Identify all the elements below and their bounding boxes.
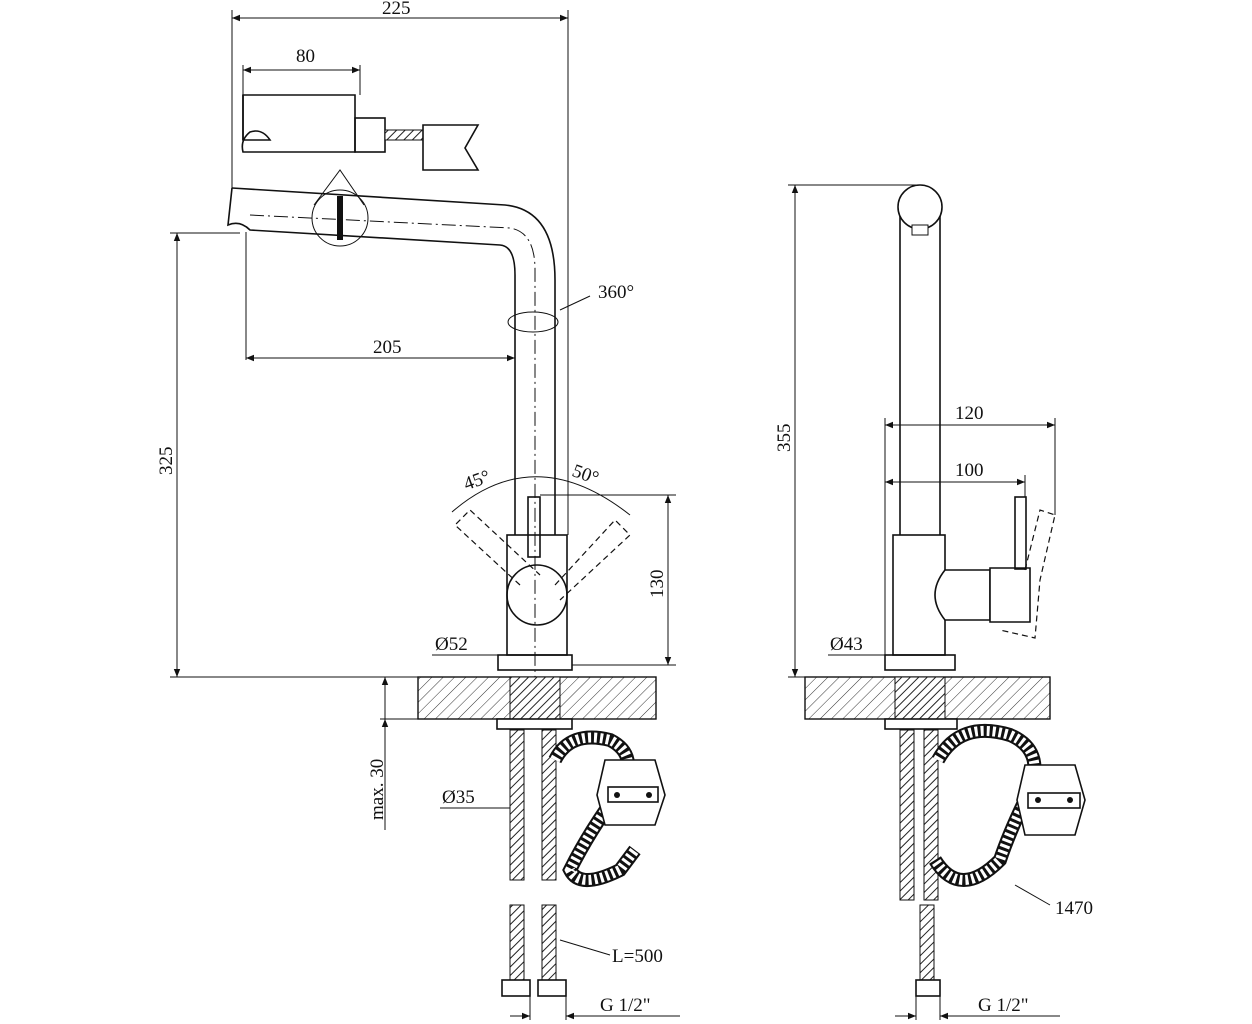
- front-view: [227, 94, 666, 997]
- mounting-stud: [509, 676, 561, 720]
- dim-225: 225: [382, 0, 411, 19]
- pullout-head-detail: [241, 94, 480, 171]
- dim-hose-length: L=500: [612, 946, 663, 967]
- dim-100: 100: [955, 460, 984, 481]
- side-dimensions: 355 120 100 Ø43 1470 G 1/2": [774, 184, 1093, 1020]
- spout: [227, 169, 559, 680]
- dim-80: 80: [296, 46, 315, 67]
- dim-50deg: 50°: [569, 460, 601, 489]
- dim-205: 205: [373, 337, 402, 358]
- front-dimensions: 225 80 360° 205 325 45° 50° 130 Ø52 max.…: [156, 0, 680, 1020]
- dim-130: 130: [647, 570, 668, 599]
- dim-dia-35: Ø35: [442, 787, 475, 808]
- dim-120: 120: [955, 403, 984, 424]
- dim-45deg: 45°: [461, 466, 493, 495]
- dim-thread-side: G 1/2": [978, 995, 1029, 1016]
- dim-dia-52: Ø52: [435, 634, 468, 655]
- dim-1470: 1470: [1055, 898, 1093, 919]
- mounting-plate: [496, 718, 573, 730]
- dim-355: 355: [774, 424, 795, 453]
- dim-360: 360°: [598, 282, 634, 303]
- side-view: [804, 184, 1086, 997]
- dim-325: 325: [156, 447, 177, 476]
- faucet-body: [451, 476, 631, 671]
- dim-thread-front: G 1/2": [600, 995, 651, 1016]
- dim-dia-43: Ø43: [830, 634, 863, 655]
- supply-hoses: [501, 729, 666, 997]
- dim-max-30: max. 30: [367, 759, 388, 820]
